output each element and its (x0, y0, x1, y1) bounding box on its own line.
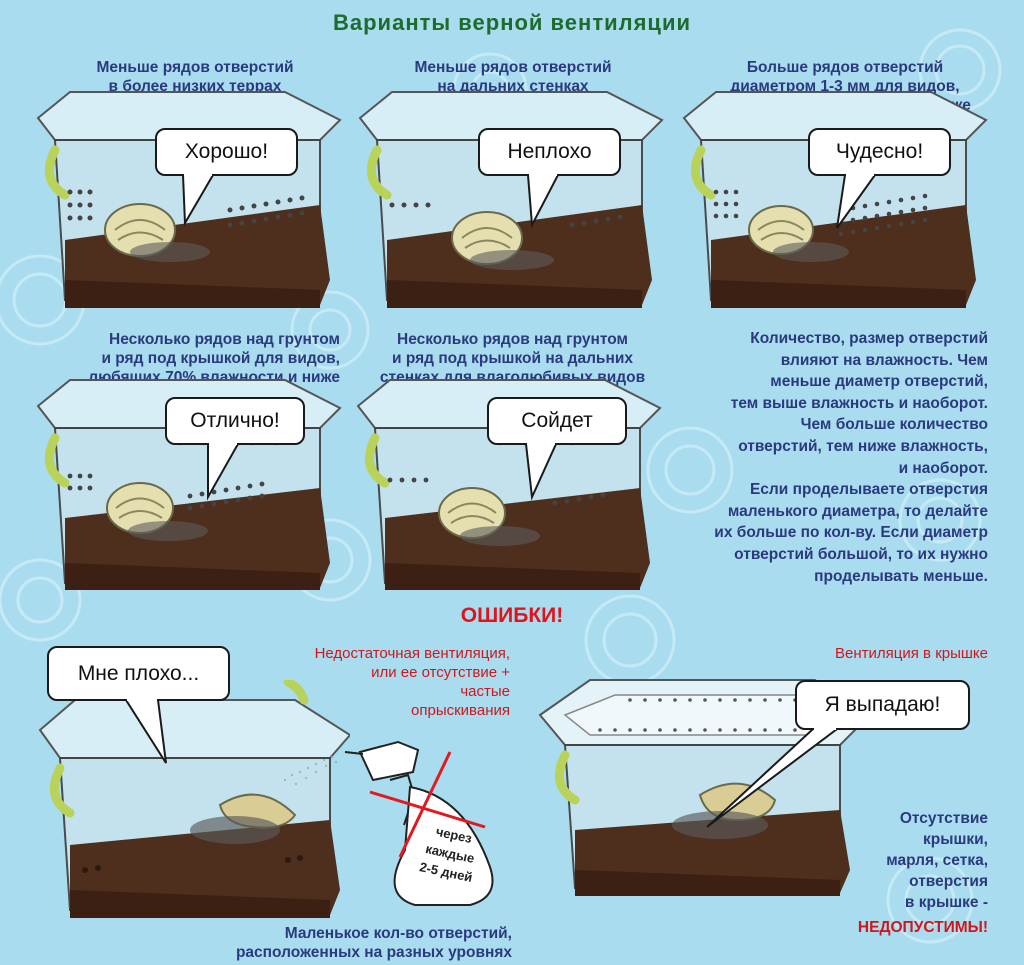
caption-bad-2-side: Отсутствие крышки, марля, сетка, отверст… (886, 810, 988, 911)
terrarium-good-5 (356, 379, 662, 590)
speech-bubble-good-3: Чудесно! (808, 128, 951, 176)
caption-good-4: Несколько рядов над грунтом и ряд под кр… (88, 331, 340, 386)
caption-bad-1-red: Недостаточная вентиляция, или ее отсутст… (314, 645, 510, 719)
caption-bad-1-bottom: Маленькое кол-во отверстий, расположенны… (235, 925, 512, 961)
terrarium-good-2 (358, 91, 664, 308)
terrarium-bad-1 (38, 680, 350, 918)
caption-bad-2-verdict: НЕДОПУСТИМЫ! (857, 919, 988, 936)
speech-tail-good-5 (524, 441, 558, 501)
page-title: Варианты верной вентиляции (333, 10, 691, 35)
speech-bubble-bad-2: Я выпадаю! (795, 680, 970, 730)
speech-bubble-good-1: Хорошо! (155, 128, 298, 176)
terrarium-bad-2 (538, 679, 865, 896)
speech-tail-bad-1 (124, 697, 167, 764)
speech-bubble-bad-1: Мне плохо... (47, 646, 230, 701)
errors-title: ОШИБКИ! (460, 604, 564, 627)
speech-bubble-good-2: Неплохо (478, 128, 621, 176)
speech-tail-good-4 (207, 441, 240, 501)
speech-tail-good-1 (181, 172, 215, 227)
caption-bad-2-red: Вентиляция в крышке (835, 645, 988, 662)
speech-tail-good-3 (836, 172, 877, 229)
humidity-note: Количество, размер отверстий влияют на в… (714, 330, 988, 585)
speech-bubble-good-5: Сойдет (487, 397, 627, 445)
spray-bottle-icon (344, 740, 494, 906)
speech-tail-good-2 (526, 172, 560, 229)
caption-good-1: Меньше рядов отверстий в более низких те… (96, 59, 294, 95)
speech-tail-bad-2 (706, 726, 840, 828)
terrarium-good-4 (36, 379, 342, 590)
speech-bubble-good-4: Отлично! (165, 397, 305, 445)
